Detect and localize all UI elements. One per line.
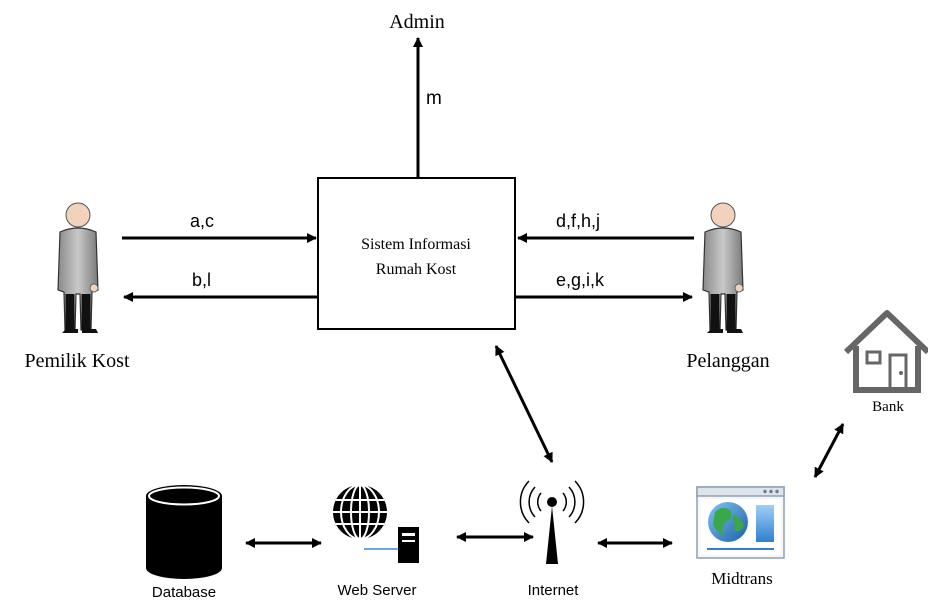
customer-out-label: e,g,i,k bbox=[556, 270, 605, 290]
system-name-line2: Rumah Kost bbox=[376, 261, 457, 278]
bank-label: Bank bbox=[872, 399, 904, 415]
antenna-icon bbox=[519, 480, 585, 564]
database-label: Database bbox=[152, 584, 216, 601]
database-icon bbox=[146, 485, 222, 579]
owner-label: Pemilik Kost bbox=[24, 350, 129, 372]
internet-label: Internet bbox=[528, 582, 580, 599]
gateway-label: Midtrans bbox=[711, 569, 772, 588]
owner-out-label: b,l bbox=[192, 270, 211, 290]
web-server-label: Web Server bbox=[338, 582, 417, 599]
system-internet-arrow bbox=[494, 345, 554, 463]
web-server-icon bbox=[333, 484, 419, 563]
customer-person-icon bbox=[702, 202, 744, 333]
admin-flow-label: m bbox=[426, 88, 442, 109]
system-name-line1: Sistem Informasi bbox=[361, 236, 471, 253]
owner-in-label: a,c bbox=[190, 211, 214, 231]
owner-person-icon bbox=[57, 202, 99, 333]
customer-in-label: d,f,h,j bbox=[556, 211, 600, 231]
house-icon bbox=[843, 310, 928, 393]
browser-window-icon bbox=[696, 486, 785, 559]
customer-label: Pelanggan bbox=[686, 350, 769, 372]
gateway-bank-arrow bbox=[813, 423, 845, 478]
system-process-box: Sistem Informasi Rumah Kost bbox=[317, 177, 516, 330]
admin-label: Admin bbox=[389, 11, 445, 33]
